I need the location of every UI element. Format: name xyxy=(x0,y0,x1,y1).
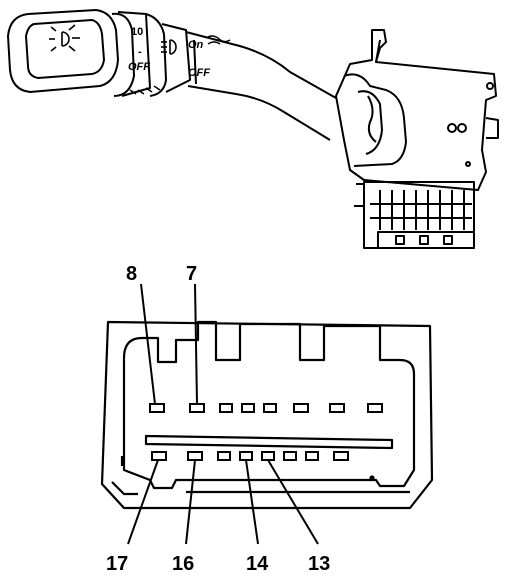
pin-label-17: 17 xyxy=(106,553,128,575)
switch-ring-2 xyxy=(145,13,191,97)
pin-row-bottom xyxy=(151,451,349,461)
label-off: OFF xyxy=(188,67,210,79)
leader-13 xyxy=(267,459,319,545)
pin-7 xyxy=(189,403,205,413)
headlamp-sun-icon xyxy=(49,24,80,52)
pin-8 xyxy=(149,403,165,413)
connector-pin xyxy=(305,451,319,461)
ring-knurl xyxy=(129,85,161,95)
pin-13 xyxy=(261,451,275,461)
leader-7 xyxy=(194,283,198,405)
ring-label-10: 10 xyxy=(131,26,143,38)
lever-stalk xyxy=(185,31,337,141)
ring-label-off: OFF xyxy=(128,61,150,73)
pin-16 xyxy=(187,451,203,461)
pin-label-13: 13 xyxy=(308,553,330,575)
connector-pin xyxy=(329,403,345,413)
leader-lines xyxy=(127,283,319,545)
leader-8 xyxy=(140,283,156,405)
pin-14 xyxy=(239,451,253,461)
pin-label-8: 8 xyxy=(126,263,137,285)
connector-pin xyxy=(263,403,277,413)
lever-knob xyxy=(7,9,119,93)
connector-pin xyxy=(283,451,297,461)
leader-17 xyxy=(127,459,159,545)
pin-label-14: 14 xyxy=(246,553,269,575)
pin-label-7: 7 xyxy=(186,263,197,285)
terminal-block xyxy=(354,181,475,249)
pin-row-top xyxy=(149,403,383,413)
connector-pin xyxy=(367,403,383,413)
connector-pin xyxy=(241,403,255,413)
connector-face xyxy=(100,320,434,510)
connector-pin xyxy=(217,451,231,461)
label-on: On xyxy=(188,39,204,51)
switch-body xyxy=(335,29,499,191)
fog-lamp-icon xyxy=(161,39,177,55)
pin-17 xyxy=(151,451,167,461)
leader-14 xyxy=(245,459,259,545)
connector-pin xyxy=(293,403,309,413)
switch-ring-1 xyxy=(111,11,151,97)
pin-label-16: 16 xyxy=(172,553,194,575)
ring-label-dash: - xyxy=(138,46,142,58)
beam-icon xyxy=(205,35,231,45)
leader-16 xyxy=(185,459,196,545)
connector-pin xyxy=(333,451,349,461)
connector-pin xyxy=(219,403,233,413)
combination-switch xyxy=(7,9,499,249)
